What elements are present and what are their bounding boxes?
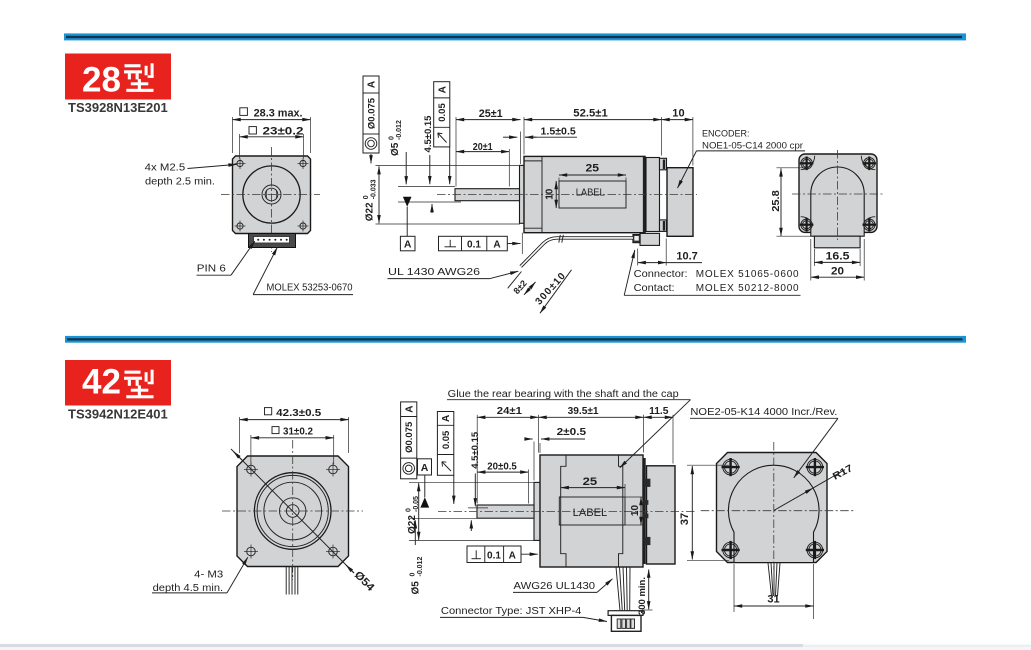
svg-text:-0.012: -0.012	[396, 120, 403, 140]
svg-text:-0.033: -0.033	[371, 179, 378, 199]
svg-text:10: 10	[672, 108, 684, 120]
svg-text:28.3 max.: 28.3 max.	[254, 108, 303, 120]
svg-text:LABEL: LABEL	[576, 187, 605, 199]
svg-text:NOE1-05-C14 2000 cpr: NOE1-05-C14 2000 cpr	[702, 141, 803, 152]
svg-text:0.1: 0.1	[487, 551, 501, 562]
svg-text:TS3942N12E401: TS3942N12E401	[68, 406, 168, 421]
svg-text:MOLEX 53253-0670: MOLEX 53253-0670	[267, 283, 353, 294]
svg-text:A: A	[441, 415, 452, 422]
svg-text:28: 28	[82, 61, 121, 100]
svg-text:42.3±0.5: 42.3±0.5	[276, 407, 321, 419]
svg-text:10: 10	[630, 505, 641, 517]
svg-text:1.5±0.5: 1.5±0.5	[541, 126, 577, 137]
svg-text:52.5±1: 52.5±1	[573, 108, 608, 120]
svg-text:AWG26 UL1430: AWG26 UL1430	[514, 581, 596, 592]
svg-text:Ø22: Ø22	[407, 515, 418, 534]
svg-text:0: 0	[409, 573, 416, 577]
svg-text:Ø0.075: Ø0.075	[366, 97, 377, 129]
svg-text:24±1: 24±1	[497, 405, 522, 417]
svg-text:39.5±1: 39.5±1	[568, 405, 599, 417]
svg-text:0.1: 0.1	[467, 240, 481, 251]
svg-text:LABEL: LABEL	[573, 507, 608, 519]
svg-text:Ø0.075: Ø0.075	[404, 421, 415, 453]
svg-text:PIN 6: PIN 6	[197, 264, 227, 275]
svg-text:42: 42	[82, 363, 121, 402]
svg-text:4- M3: 4- M3	[194, 570, 223, 581]
svg-text:25±1: 25±1	[479, 108, 503, 120]
svg-text:R17: R17	[831, 463, 855, 483]
svg-text:0: 0	[363, 195, 370, 199]
svg-text:Contact:: Contact:	[634, 283, 675, 294]
svg-text:A: A	[437, 86, 448, 93]
svg-text:0: 0	[406, 508, 413, 512]
svg-text:23±0.2: 23±0.2	[263, 126, 304, 138]
svg-text:31±0.2: 31±0.2	[283, 425, 313, 437]
svg-text:Glue the rear bearing with the: Glue the rear bearing with the shaft and…	[448, 389, 679, 400]
svg-text:31: 31	[767, 594, 779, 606]
svg-text:depth 2.5 min.: depth 2.5 min.	[145, 177, 215, 188]
svg-text:2±0.5: 2±0.5	[557, 426, 587, 438]
svg-text:300±10: 300±10	[534, 271, 569, 308]
svg-text:25: 25	[586, 163, 600, 175]
svg-text:NOE2-05-K14 4000 Incr./Rev.: NOE2-05-K14 4000 Incr./Rev.	[690, 407, 837, 418]
svg-text:10.7: 10.7	[676, 250, 697, 262]
svg-text:depth 4.5 min.: depth 4.5 min.	[153, 583, 224, 594]
svg-text:25.8: 25.8	[771, 190, 782, 212]
svg-text:4.5±0.15: 4.5±0.15	[470, 431, 481, 469]
svg-text:A: A	[404, 406, 415, 413]
svg-text:Ø5: Ø5	[390, 142, 401, 156]
svg-text:Ø22: Ø22	[364, 202, 375, 221]
svg-text:ENCODER:: ENCODER:	[702, 129, 750, 140]
svg-text:0.05: 0.05	[441, 430, 452, 449]
svg-text:11.5: 11.5	[649, 405, 669, 417]
svg-text:-0.012: -0.012	[417, 557, 424, 577]
svg-text:A: A	[493, 240, 500, 251]
svg-text:37: 37	[679, 513, 691, 525]
svg-text:20±1: 20±1	[473, 142, 493, 153]
svg-text:A: A	[404, 239, 412, 251]
svg-text:MOLEX 50212-8000: MOLEX 50212-8000	[696, 283, 799, 294]
svg-text:UL 1430 AWG26: UL 1430 AWG26	[388, 266, 480, 278]
svg-text:A: A	[509, 551, 516, 562]
svg-text:25: 25	[583, 476, 598, 488]
svg-text:-0.05: -0.05	[413, 496, 420, 512]
svg-text:10: 10	[544, 188, 555, 200]
svg-text:TS3928N13E201: TS3928N13E201	[68, 100, 168, 115]
svg-text:A: A	[367, 81, 378, 88]
svg-text:20: 20	[831, 266, 844, 278]
svg-text:20±0.5: 20±0.5	[487, 461, 517, 473]
svg-text:Ø54: Ø54	[352, 569, 377, 594]
svg-text:Connector Type: JST XHP-4: Connector Type: JST XHP-4	[441, 606, 582, 617]
svg-text:Connector:: Connector:	[634, 269, 688, 280]
svg-text:0.05: 0.05	[437, 103, 448, 122]
svg-text:16.5: 16.5	[826, 251, 850, 263]
svg-text:4.5±0.15: 4.5±0.15	[423, 115, 434, 153]
svg-text:Ø5: Ø5	[411, 581, 422, 595]
svg-text:300 min.: 300 min.	[637, 577, 648, 615]
svg-text:MOLEX 51065-0600: MOLEX 51065-0600	[696, 269, 799, 280]
svg-text:A: A	[421, 462, 429, 474]
svg-text:0: 0	[389, 136, 396, 140]
svg-text:4x M2.5: 4x M2.5	[145, 163, 186, 174]
